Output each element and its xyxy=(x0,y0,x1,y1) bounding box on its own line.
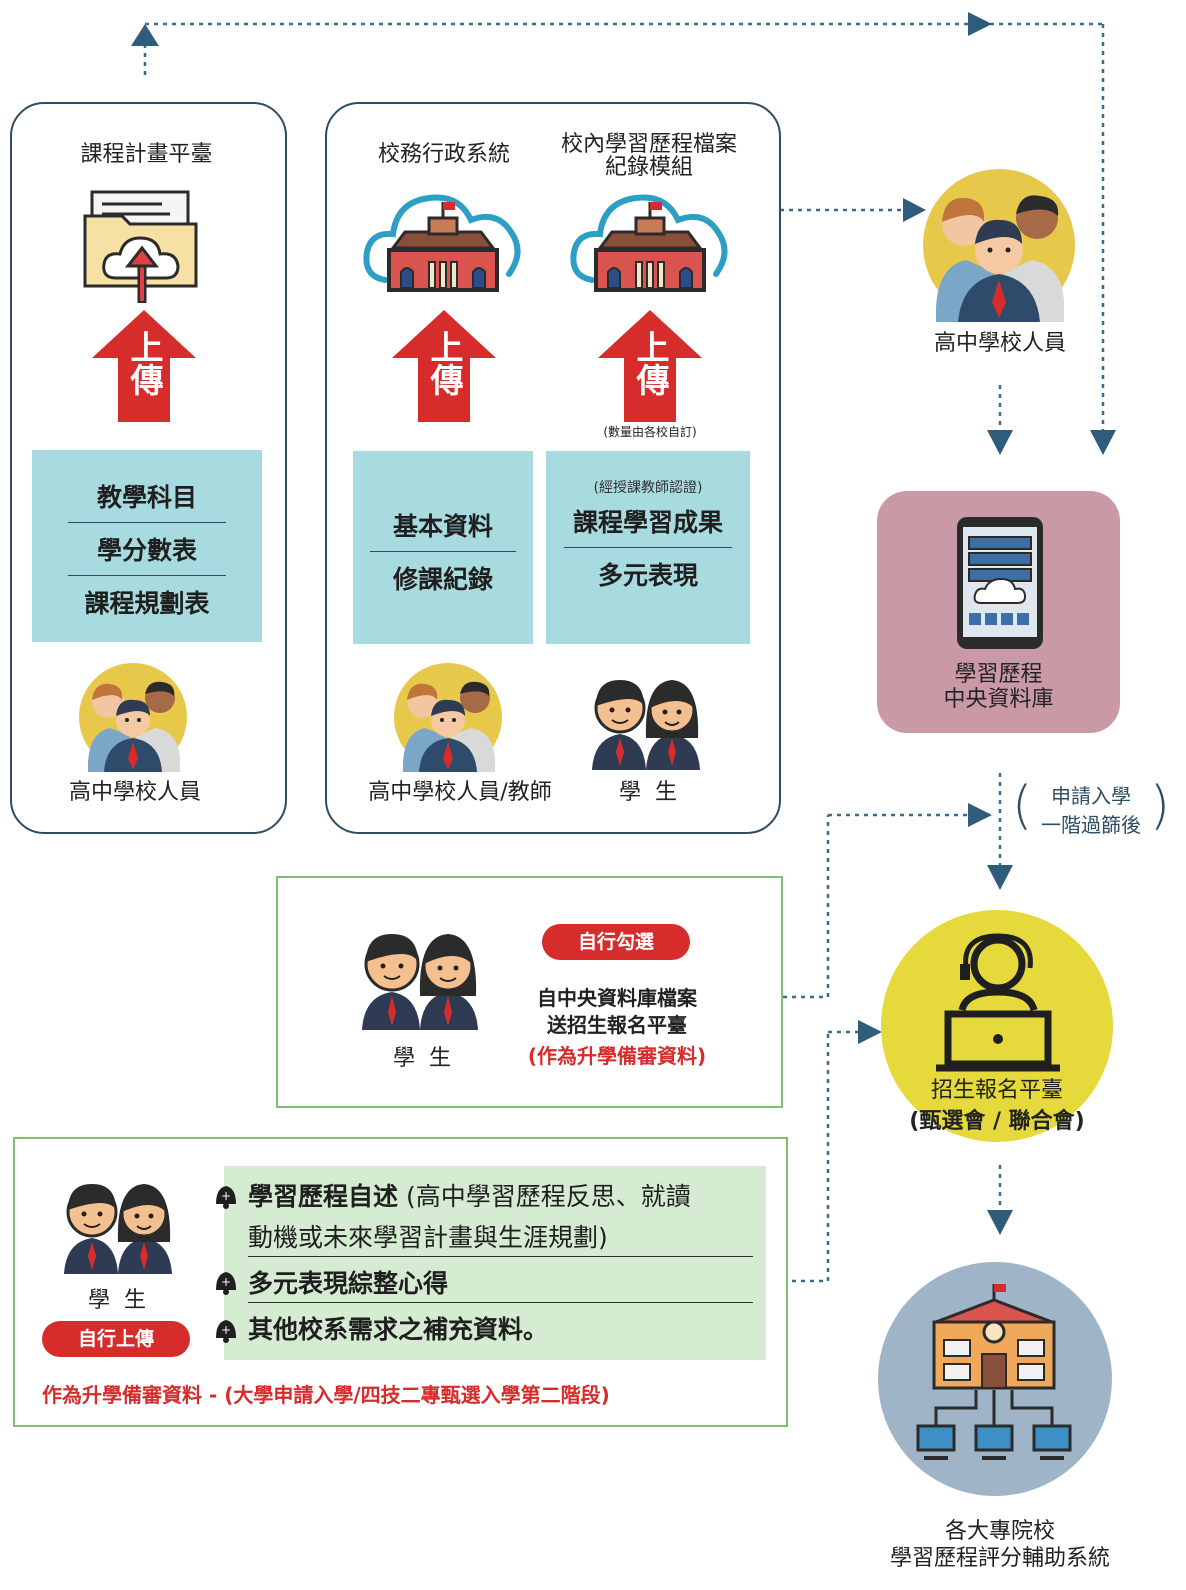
course-plan-table: 課程規劃表 xyxy=(84,589,210,618)
portfolio-module-title: 校內學習歷程檔案 紀錄模組 xyxy=(560,132,737,180)
folder-cloud-upload-icon xyxy=(83,190,198,303)
students-icon xyxy=(362,934,478,1030)
upload-label: 上傳 xyxy=(631,330,670,396)
student-label: 學 生 xyxy=(88,1288,146,1313)
admission-platform-circle xyxy=(881,910,1113,1142)
diverse-performance: 多元表現 xyxy=(597,561,698,590)
self-statement-detail: (高中學習歷程反思、就讀 xyxy=(405,1182,691,1211)
teaching-subjects: 教學科目 xyxy=(96,483,197,512)
svg-text:+: + xyxy=(221,1189,231,1203)
self-upload-badge: 自行上傳 xyxy=(42,1321,190,1357)
upload-arrow-icon xyxy=(392,310,496,422)
students-icon xyxy=(592,680,700,770)
svg-text:+: + xyxy=(221,1275,231,1289)
performance-reflection-item: 多元表現綜整心得 xyxy=(248,1266,753,1303)
self-statement-item: 學習歷程自述 (高中學習歷程反思、就讀 xyxy=(248,1174,753,1220)
mobile-database-icon xyxy=(957,517,1043,649)
school-staff-icon xyxy=(394,663,502,772)
cloud-school-icon xyxy=(570,194,728,292)
svg-text:+: + xyxy=(221,1323,231,1337)
school-staff-icon xyxy=(79,663,187,772)
admin-system-title: 校務行政系統 xyxy=(377,142,510,167)
curriculum-platform-title: 課程計畫平臺 xyxy=(80,142,213,167)
self-statement-title: 學習歷程自述 xyxy=(248,1182,399,1211)
student-label: 學 生 xyxy=(393,1046,451,1071)
curriculum-data-box: 教學科目 學分數表 課程規劃表 xyxy=(32,450,262,642)
admission-platform-title: 招生報名平臺 xyxy=(930,1078,1063,1103)
filter-note: ( ) 申請入學 一階過篩後 xyxy=(1012,776,1170,837)
admission-review-note: (作為升學備審資料) xyxy=(527,1044,707,1068)
admission-committee-label: (甄選會 / 聯合會) xyxy=(909,1109,1085,1135)
staff-teacher-label: 高中學校人員/教師 xyxy=(368,780,552,805)
upload-arrow-icon xyxy=(92,310,196,422)
cloud-school-icon xyxy=(363,194,521,292)
operator-laptop-icon xyxy=(936,933,1060,1072)
upload-items-box xyxy=(224,1166,766,1360)
left-paren-icon: ( xyxy=(1012,776,1033,836)
self-statement-detail-line2: 動機或未來學習計畫與生涯規劃) xyxy=(248,1220,753,1257)
university-label: 各大專院校 學習歷程評分輔助系統 xyxy=(889,1519,1110,1571)
add-person-icon: + xyxy=(216,1272,236,1295)
central-database-label: 學習歷程 中央資料庫 xyxy=(943,662,1054,713)
basic-data: 基本資料 xyxy=(392,512,493,541)
course-learning-results: 課程學習成果 xyxy=(572,508,723,537)
add-person-icon: + xyxy=(216,1186,236,1209)
count-note: (數量由各校自訂) xyxy=(603,425,697,439)
admission-platform-label: 招生報名平臺 (甄選會 / 聯合會) xyxy=(881,1078,1113,1135)
student-label: 學 生 xyxy=(619,780,677,805)
school-staff-icon xyxy=(923,169,1075,322)
self-select-panel xyxy=(276,876,783,1108)
course-records: 修課紀錄 xyxy=(392,565,493,594)
teacher-certified-note: (經授課教師認證) xyxy=(593,480,703,496)
upload-label: 上傳 xyxy=(125,330,164,396)
university-network-icon xyxy=(916,1284,1072,1460)
self-select-badge: 自行勾選 xyxy=(542,924,690,960)
upload-panel-footer: 作為升學備審資料 - (大學申請入學/四技二專甄選入學第二階段) xyxy=(42,1383,610,1407)
upload-label: 上傳 xyxy=(425,330,464,396)
learning-results-box: (經授課教師認證) 課程學習成果 多元表現 xyxy=(546,451,750,644)
supplementary-materials-item: 其他校系需求之補充資料。 xyxy=(248,1315,549,1344)
students-icon xyxy=(64,1184,172,1274)
high-school-staff-label: 高中學校人員 xyxy=(933,331,1066,356)
add-person-icon: + xyxy=(216,1320,236,1343)
select-description: 自中央資料庫檔案 送招生報名平臺 (作為升學備審資料) xyxy=(500,985,734,1070)
credit-table: 學分數表 xyxy=(96,536,197,565)
upload-arrow-icon xyxy=(598,310,702,422)
school-staff-label: 高中學校人員 xyxy=(68,780,201,805)
basic-data-box: 基本資料 修課紀錄 xyxy=(353,451,533,644)
right-paren-icon: ) xyxy=(1149,776,1170,836)
